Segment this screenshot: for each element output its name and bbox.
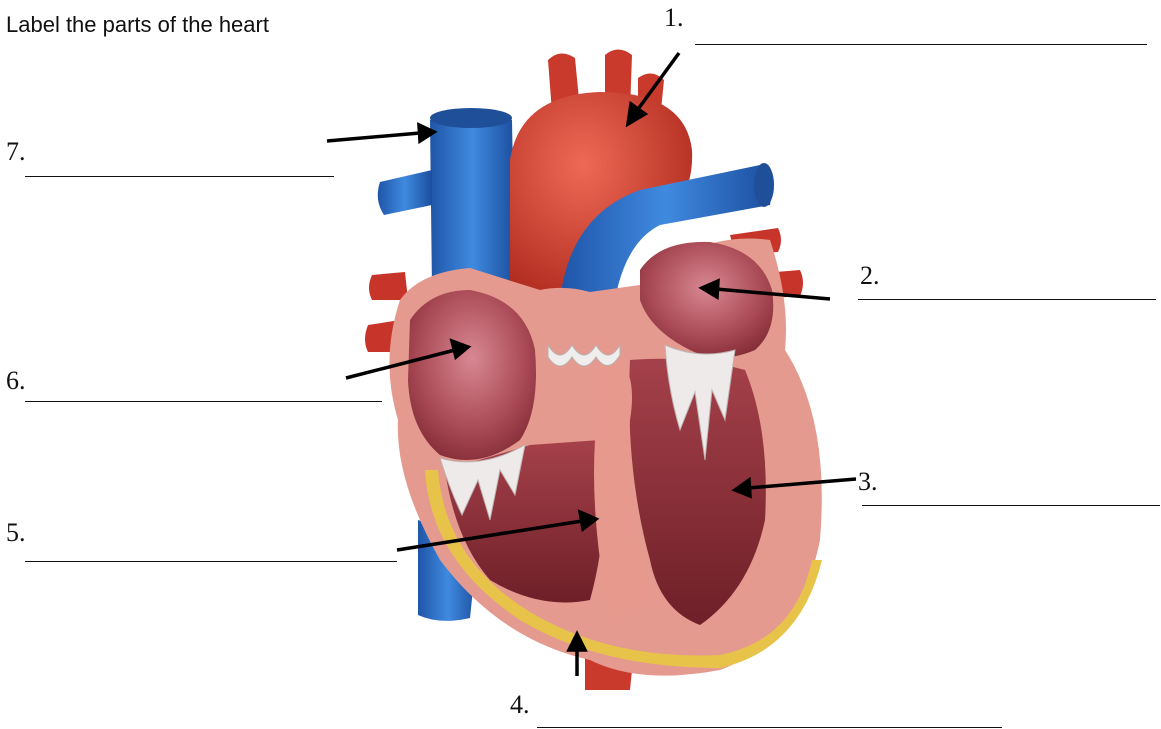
superior-vena-cava (430, 114, 515, 290)
label-number-4: 4. (510, 690, 530, 720)
arrow-7 (327, 133, 420, 141)
label-number-2: 2. (860, 261, 880, 291)
answer-blank-6[interactable] (25, 401, 382, 402)
answer-blank-4[interactable] (537, 727, 1002, 728)
pulmonary-vein-left-upper (369, 272, 408, 300)
right-atrium-chamber (408, 290, 536, 460)
answer-blank-1[interactable] (695, 44, 1147, 45)
label-number-5: 5. (6, 518, 26, 548)
answer-blank-3[interactable] (862, 505, 1160, 506)
label-number-7: 7. (6, 137, 26, 167)
answer-blank-2[interactable] (858, 299, 1156, 300)
brachiocephalic-vein (378, 170, 432, 215)
label-number-6: 6. (6, 366, 26, 396)
answer-blank-7[interactable] (25, 176, 334, 177)
label-number-1: 1. (664, 3, 684, 33)
answer-blank-5[interactable] (25, 561, 397, 562)
label-number-3: 3. (858, 467, 878, 497)
